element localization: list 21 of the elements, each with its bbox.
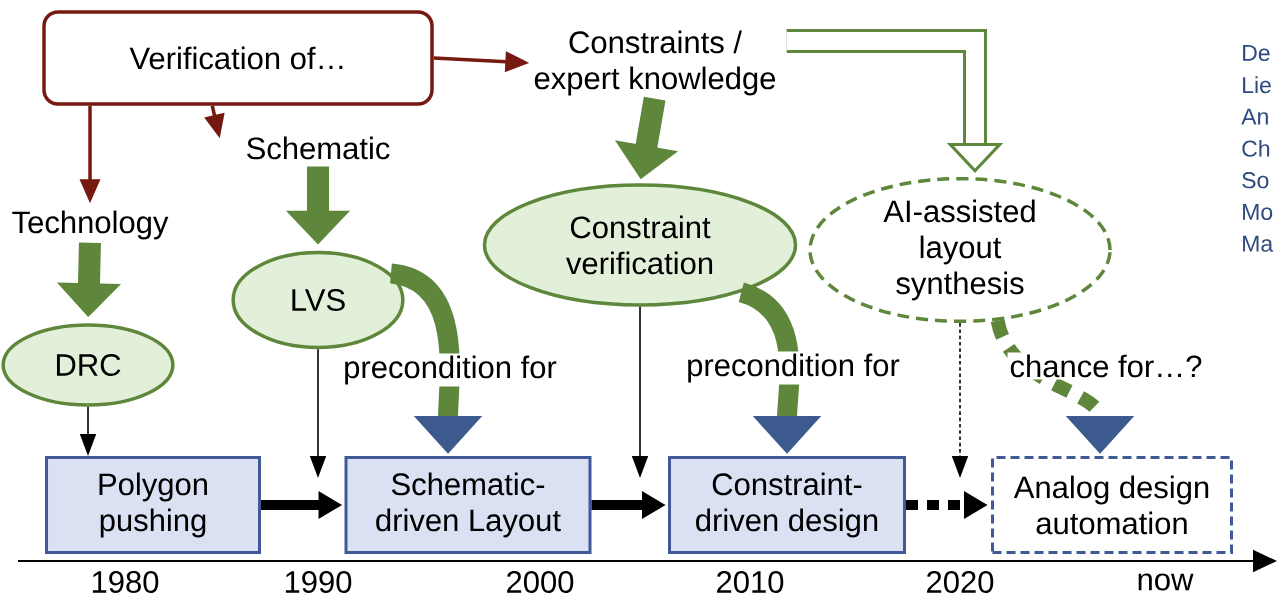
name-fragment: Ch — [1242, 139, 1270, 157]
name-fragment: Ma — [1243, 235, 1274, 252]
process-box: Polygon pushing — [45, 456, 261, 554]
arrow — [786, 29, 1004, 173]
name-fragment: So — [1242, 172, 1269, 189]
year-label: 1990 — [285, 571, 352, 593]
edge-label: precondition for — [341, 353, 559, 387]
name-fragment: Mo — [1243, 203, 1273, 220]
year-label: 2020 — [927, 571, 994, 593]
text-label: Constraints / expert knowledge — [534, 30, 776, 96]
name-fragment: Lie — [1243, 76, 1271, 94]
name-fragment: An — [1241, 108, 1268, 125]
rounded-box: Verification of… — [42, 10, 434, 106]
text-label: Technology — [12, 210, 169, 240]
process-box: Schematic- driven Layout — [344, 456, 592, 554]
dashed-box: Analog design automation — [991, 456, 1233, 554]
text-label: Schematic — [247, 136, 390, 160]
name-fragment: De — [1243, 44, 1270, 61]
process-box: Constraint- driven design — [668, 456, 906, 554]
edge-label: precondition for — [684, 351, 902, 385]
edge-label: chance for…? — [1007, 352, 1205, 380]
